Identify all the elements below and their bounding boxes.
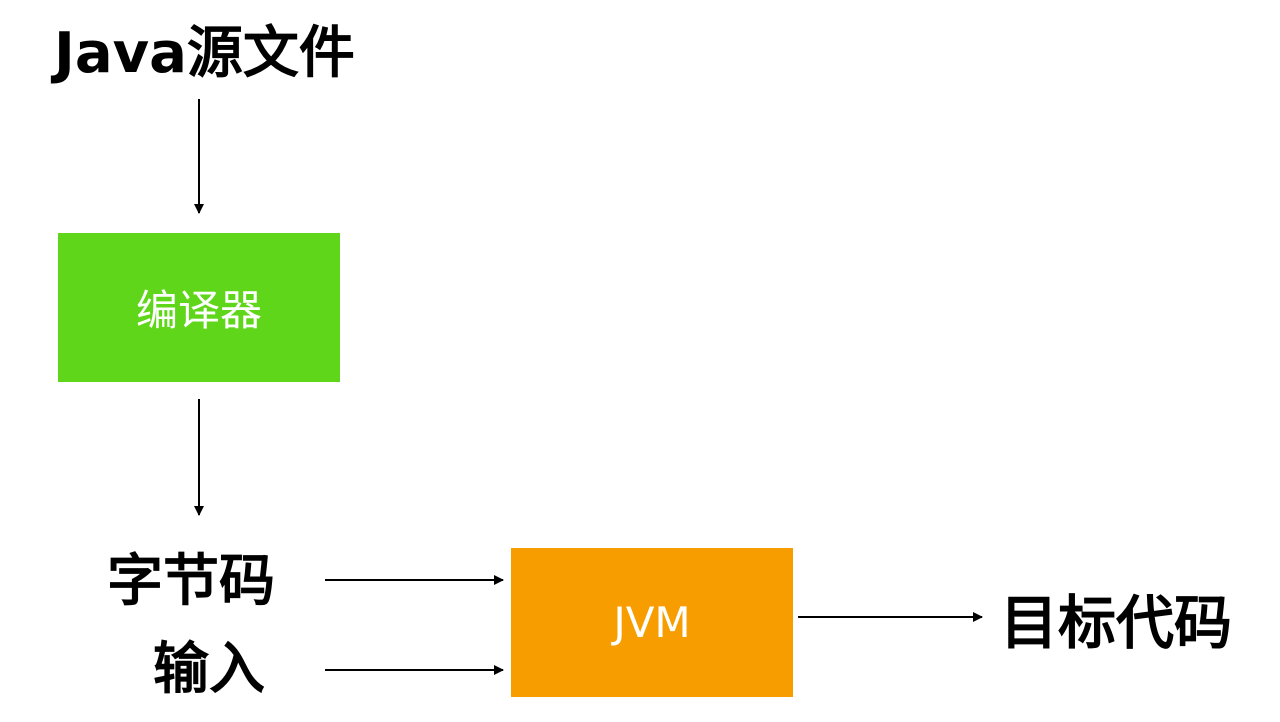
jvm-box: JVM	[511, 548, 793, 697]
bytecode-label: 字节码	[107, 549, 275, 614]
compiler-box: 编译器	[58, 233, 340, 382]
compiler-label: 编译器	[135, 286, 262, 335]
jvm-label: JVM	[613, 598, 691, 647]
java-source-file-label: Java源文件	[54, 21, 355, 86]
target-code-label: 目标代码	[1000, 589, 1233, 657]
input-label: 输入	[153, 637, 265, 702]
